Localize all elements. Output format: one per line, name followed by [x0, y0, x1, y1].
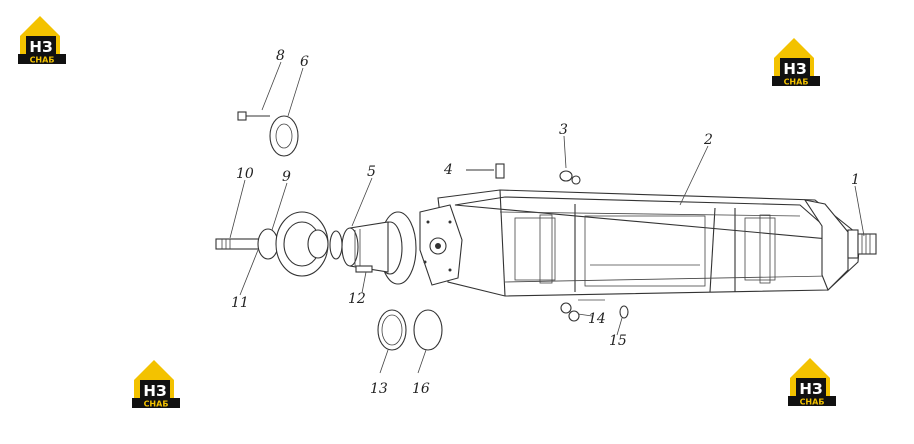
- callout-14: 14: [588, 311, 606, 327]
- logo-bottom-right: НЗ СНАБ: [788, 358, 836, 407]
- callout-15: 15: [609, 333, 627, 349]
- logo-word: СНАБ: [800, 398, 825, 407]
- hub-assembly: [329, 211, 417, 285]
- logo-letters: НЗ: [799, 380, 822, 398]
- logo-letters: НЗ: [783, 60, 806, 78]
- callout-1: 1: [851, 172, 860, 188]
- seal-rings: [377, 309, 443, 351]
- logo-letters: НЗ: [29, 38, 52, 56]
- cover-plate: [237, 111, 299, 157]
- logo-letters: НЗ: [143, 382, 166, 400]
- logo-word: СНАБ: [30, 56, 55, 65]
- logo-top-right: НЗ СНАБ: [772, 38, 820, 87]
- axle-shaft: [215, 211, 329, 277]
- logo-word: СНАБ: [784, 78, 809, 87]
- callout-16: 16: [412, 381, 430, 397]
- callout-12: 12: [348, 291, 366, 307]
- logo-top-left: НЗ СНАБ: [18, 16, 66, 65]
- logo-bottom-left: НЗ СНАБ: [132, 360, 180, 409]
- housing-flange: [419, 204, 463, 286]
- callout-3: 3: [559, 122, 568, 138]
- small-fittings: [355, 163, 629, 322]
- callout-4: 4: [443, 162, 453, 178]
- callout-8: 8: [276, 48, 285, 64]
- callout-9: 9: [282, 169, 291, 185]
- callout-2: 2: [703, 132, 713, 148]
- callout-13: 13: [370, 381, 388, 397]
- callout-10: 10: [236, 166, 254, 182]
- callout-6: 6: [300, 54, 309, 70]
- callout-11: 11: [231, 295, 249, 311]
- callout-5: 5: [367, 164, 376, 180]
- leader-lines: [229, 61, 865, 374]
- logo-word: СНАБ: [144, 400, 169, 409]
- axle-housing: [437, 189, 877, 297]
